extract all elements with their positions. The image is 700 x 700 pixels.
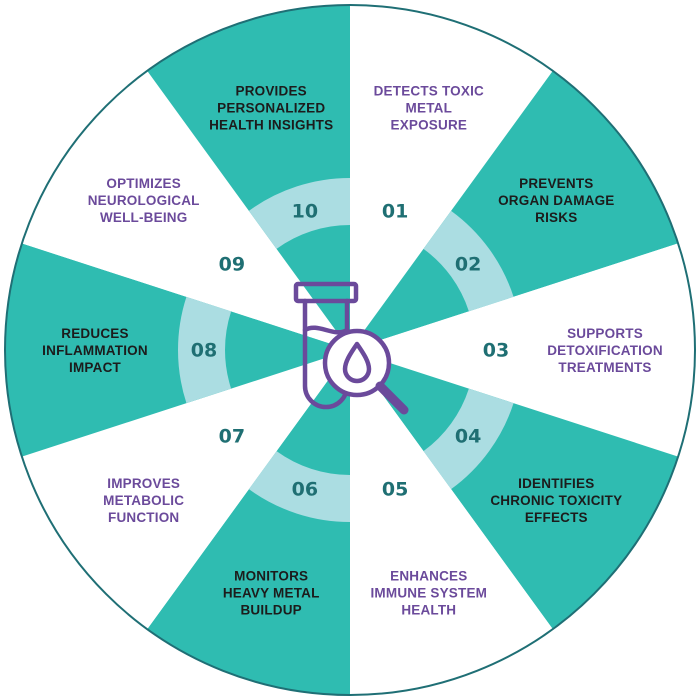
segment-label-05: ENHANCES IMMUNE SYSTEM HEALTH (370, 569, 487, 618)
segment-01 (350, 5, 553, 350)
segment-label-line: CHRONIC TOXICITY (490, 493, 622, 508)
segment-label-01: DETECTS TOXIC METAL EXPOSURE (374, 83, 484, 132)
segment-number-07: 07 (219, 425, 245, 447)
segment-03 (350, 243, 696, 457)
segment-label-line: RISKS (535, 210, 577, 225)
segment-number-02: 02 (455, 254, 481, 276)
segment-label-04: IDENTIFIES CHRONIC TOXICITY EFFECTS (490, 476, 622, 525)
segment-label-line: NEUROLOGICAL (88, 193, 200, 208)
segment-label-02: PREVENTS ORGAN DAMAGE RISKS (498, 176, 614, 225)
segment-label-line: DETECTS TOXIC (374, 83, 484, 98)
segment-08 (4, 243, 350, 457)
test-tube-magnifier-icon (293, 281, 409, 415)
segment-number-09: 09 (219, 254, 245, 276)
segment-number-03: 03 (483, 340, 509, 362)
segment-label-line: OPTIMIZES (106, 176, 181, 191)
segment-label-line: MONITORS (234, 569, 308, 584)
segment-label-line: FUNCTION (108, 510, 179, 525)
number-band-04 (423, 388, 514, 490)
segment-number-08: 08 (191, 340, 217, 362)
segment-label-line: ENHANCES (390, 569, 467, 584)
segment-10 (147, 5, 350, 350)
segment-02 (350, 70, 679, 351)
segment-09 (21, 70, 351, 351)
segment-label-line: EFFECTS (525, 510, 588, 525)
segment-06 (147, 350, 350, 695)
segment-05 (350, 350, 553, 695)
segment-number-04: 04 (455, 425, 481, 447)
segment-label-10: PROVIDES PERSONALIZED HEALTH INSIGHTS (209, 83, 333, 132)
segment-label-line: INFLAMMATION (42, 343, 148, 358)
segment-label-line: ORGAN DAMAGE (498, 193, 614, 208)
segment-label-07: IMPROVES METABOLIC FUNCTION (103, 476, 184, 525)
segment-label-03: SUPPORTS DETOXIFICATION TREATMENTS (547, 326, 663, 375)
segment-label-09: OPTIMIZES NEUROLOGICAL WELL-BEING (88, 176, 200, 225)
segment-label-line: EXPOSURE (390, 117, 467, 132)
segment-number-01: 01 (382, 201, 408, 223)
segment-labels: DETECTS TOXIC METAL EXPOSURE PREVENTS ORGAN … (42, 83, 663, 618)
segment-04 (350, 350, 679, 630)
segment-label-line: HEALTH (401, 603, 456, 618)
segment-label-line: IMPROVES (107, 476, 180, 491)
segment-07 (21, 350, 351, 630)
segment-label-line: PERSONALIZED (217, 100, 325, 115)
segment-label-line: HEALTH INSIGHTS (209, 117, 333, 132)
segment-label-line: WELL-BEING (100, 210, 188, 225)
segment-number-10: 10 (292, 201, 318, 223)
segment-label-08: REDUCES INFLAMMATION IMPACT (42, 326, 148, 375)
segment-label-line: METABOLIC (103, 493, 184, 508)
segment-number-06: 06 (292, 478, 318, 500)
segment-label-line: IMPACT (69, 360, 121, 375)
number-bands (178, 178, 514, 522)
segment-number-05: 05 (382, 478, 408, 500)
number-band-06 (248, 451, 350, 522)
segment-numbers: 01 02 03 04 05 06 07 08 09 10 (191, 201, 509, 501)
wheel-sectors (4, 5, 696, 695)
segment-label-line: IDENTIFIES (518, 476, 594, 491)
outer-ring (4, 4, 696, 696)
segment-label-line: DETOXIFICATION (547, 343, 663, 358)
segment-label-line: PROVIDES (236, 83, 307, 98)
segment-label-line: SUPPORTS (567, 326, 643, 341)
segment-label-line: REDUCES (61, 326, 128, 341)
segment-label-line: IMMUNE SYSTEM (370, 586, 487, 601)
number-band-02 (423, 210, 514, 312)
segment-label-line: PREVENTS (519, 176, 593, 191)
number-band-10 (248, 178, 350, 249)
segment-label-line: BUILDUP (240, 603, 301, 618)
segment-label-line: TREATMENTS (558, 360, 651, 375)
segment-label-06: MONITORS HEAVY METAL BUILDUP (223, 569, 320, 618)
segment-label-line: METAL (406, 100, 453, 115)
segment-label-line: HEAVY METAL (223, 586, 320, 601)
number-band-08 (178, 296, 232, 404)
